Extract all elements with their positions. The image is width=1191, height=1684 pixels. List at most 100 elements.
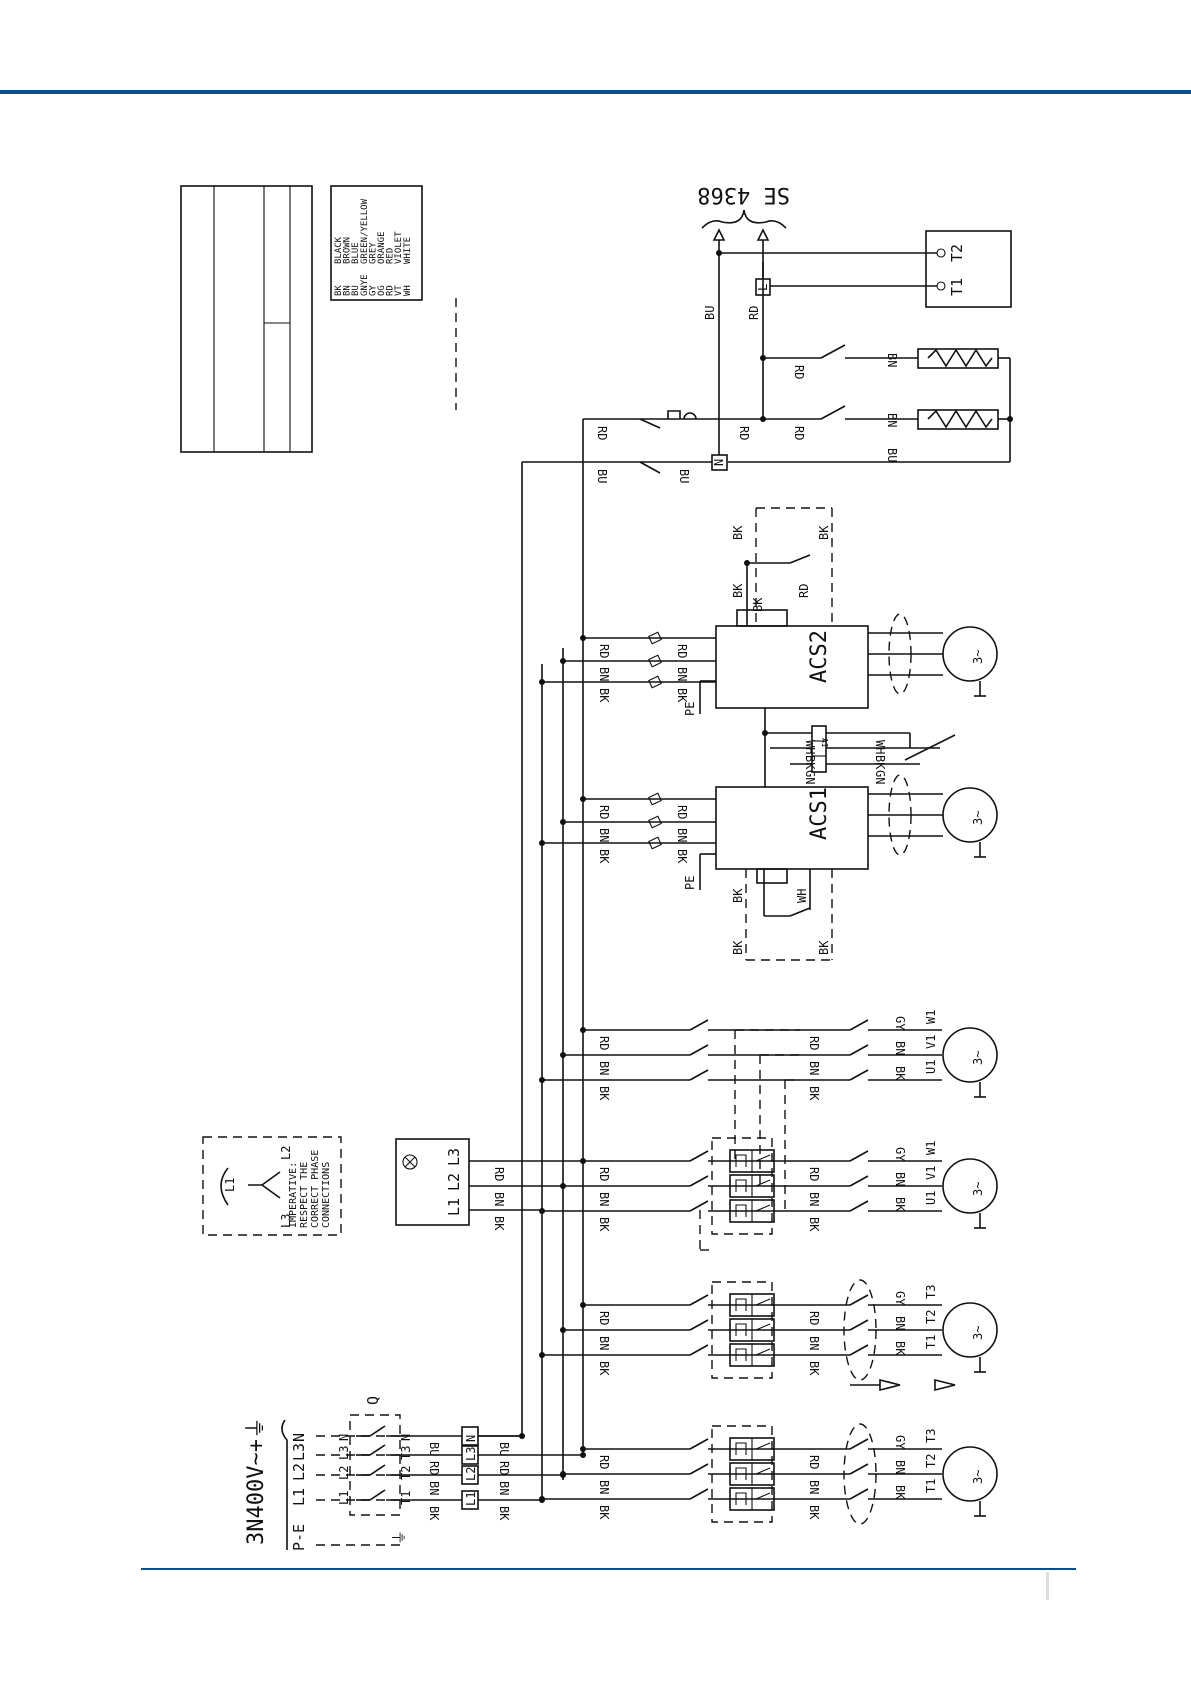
svg-text:ACS1: ACS1 <box>807 787 832 840</box>
colour-legend: BKBLACKBNBROWNBUBLUEGNYEGREEN/YELLOWGYGR… <box>330 185 423 301</box>
wire-label: BK <box>597 688 611 703</box>
phase-label: L2 <box>279 1146 293 1160</box>
wire-label: BK <box>597 1086 611 1101</box>
wire-label: BN <box>597 1336 611 1350</box>
switch-terminal: N <box>337 1434 351 1441</box>
wire-label: RD <box>597 805 611 819</box>
wire-label: BN <box>893 1172 907 1186</box>
switch-terminal: L2 <box>337 1466 351 1480</box>
legend-code: OG <box>377 285 387 296</box>
wire-label: BN <box>807 1480 821 1494</box>
svg-text:L: L <box>756 284 770 291</box>
svg-text:BK: BK <box>817 940 831 955</box>
legend-code: VT <box>394 285 404 296</box>
header-rule <box>0 90 1191 94</box>
legend-code: GNYE <box>360 274 370 296</box>
svg-text:BU: BU <box>677 469 691 483</box>
wire-label: RD <box>427 1461 441 1475</box>
wire-label: RD <box>597 1167 611 1181</box>
wire-label: RD <box>597 644 611 658</box>
supply-label: 3N400V~+⏚ <box>244 1417 269 1545</box>
wire-label: RD <box>807 1036 821 1050</box>
svg-text:WH: WH <box>795 889 809 903</box>
wire-label: BN <box>597 1192 611 1206</box>
svg-text:Q: Q <box>364 1396 382 1405</box>
svg-text:BK: BK <box>873 755 887 770</box>
wire-label: BN <box>427 1481 441 1495</box>
svg-text:RD: RD <box>792 426 806 440</box>
svg-text:BK: BK <box>731 888 745 903</box>
svg-text:WH: WH <box>873 740 887 754</box>
bus-lines <box>541 631 584 1500</box>
svg-text:BU: BU <box>885 448 899 462</box>
phase-note-line: IMPERATIVE: <box>288 1162 299 1228</box>
terminal-label: L3 <box>464 1447 478 1461</box>
wire-label: BK <box>492 1216 506 1231</box>
legend-code: RD <box>386 285 396 296</box>
legend-code: BK <box>334 285 344 296</box>
wire-label: BK <box>597 1505 611 1520</box>
wire-label: BK <box>807 1217 821 1232</box>
svg-text:AI: AI <box>820 738 829 748</box>
wire-label: BN <box>675 828 689 842</box>
wire-label: BN <box>497 1481 511 1495</box>
wire-label: BK <box>597 1361 611 1376</box>
wire-label: BN <box>597 1480 611 1494</box>
switch-terminal: T1 <box>399 1491 413 1505</box>
supply-terminal: N <box>290 1433 308 1442</box>
legend-name: BLACK <box>334 236 344 264</box>
wire-label: GY <box>893 1435 907 1450</box>
legend-code: BN <box>343 285 353 296</box>
svg-text:PE: PE <box>683 702 697 716</box>
legend-name: BLUE <box>351 242 361 264</box>
svg-text:BN: BN <box>885 413 899 427</box>
wire-label: BK <box>675 849 689 864</box>
heater-feed: RD BU BU <box>521 410 763 1436</box>
wire-label: RD <box>597 1455 611 1469</box>
svg-text:ACS2: ACS2 <box>807 630 832 683</box>
wire-label: BK <box>807 1086 821 1101</box>
sensor-terminals: WH BK GN WH BK GN AI <box>762 708 956 787</box>
motor-terminal: T3 <box>924 1429 938 1443</box>
wire-label: BN <box>597 828 611 842</box>
svg-text:3~: 3~ <box>971 811 985 825</box>
phase-note-line: CONNECTIONS <box>321 1162 332 1228</box>
svg-text:RD: RD <box>737 426 751 440</box>
legend-code: BU <box>351 285 361 296</box>
svg-text:BK: BK <box>803 755 817 770</box>
terminal-label: L1 <box>464 1492 478 1506</box>
wire-label: BU <box>497 1442 511 1456</box>
svg-text:BU: BU <box>595 469 609 483</box>
wire-label: RD <box>675 644 689 658</box>
motor-terminal: V1 <box>924 1035 938 1049</box>
wire-label: BK <box>893 1341 907 1356</box>
motor-label: 3~ <box>971 1051 985 1065</box>
supply-terminal: L1 <box>290 1488 308 1506</box>
motor-terminal: U1 <box>924 1060 938 1074</box>
motor-terminal: T1 <box>924 1479 938 1493</box>
timer-relay: T2 T1 L <box>716 230 1012 308</box>
motor-terminal: T2 <box>924 1454 938 1468</box>
switch-terminal: T3 <box>399 1446 413 1460</box>
page-marker <box>1046 1572 1049 1600</box>
svg-text:WH: WH <box>803 740 817 754</box>
footer-rule <box>141 1568 1076 1570</box>
wire-label: BN <box>597 1061 611 1075</box>
terminal-label: N <box>464 1435 478 1442</box>
wire-label: RD <box>492 1167 506 1181</box>
wire-label: BN <box>807 1061 821 1075</box>
motor-terminal: T1 <box>924 1335 938 1349</box>
wire-label: GY <box>893 1016 907 1031</box>
terminal-label: L2 <box>464 1467 478 1481</box>
title-block <box>180 185 313 453</box>
svg-text:T2: T2 <box>948 244 966 262</box>
wire-label: BK <box>597 1217 611 1232</box>
motor-terminal: W1 <box>924 1010 938 1024</box>
wire-label: BK <box>675 688 689 703</box>
lamp-phase: L3 <box>445 1148 463 1166</box>
legend-name: BROWN <box>343 237 353 264</box>
lamp-phase: L2 <box>445 1173 463 1191</box>
